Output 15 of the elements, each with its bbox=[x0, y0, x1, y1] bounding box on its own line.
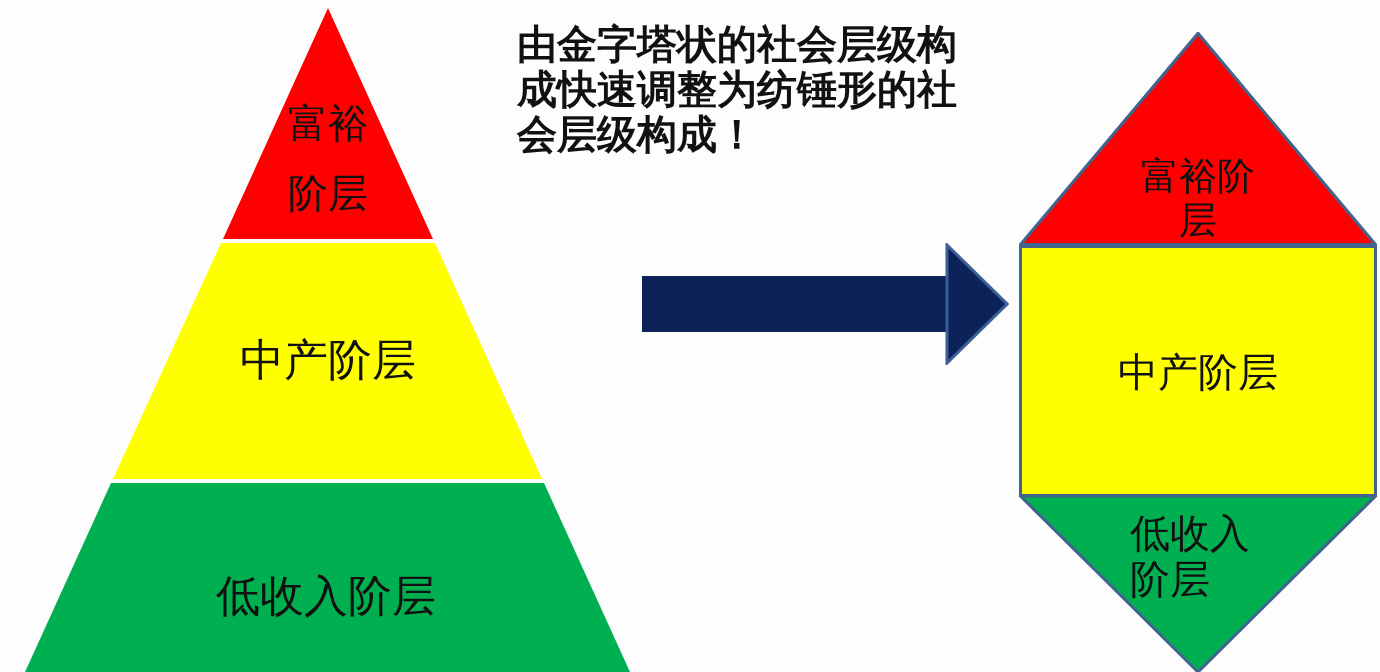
trapezoid-tier bbox=[113, 243, 542, 479]
triangle-tier bbox=[1019, 496, 1377, 672]
tier-label: 低收入阶层 bbox=[215, 571, 437, 621]
block-arrow bbox=[642, 243, 1009, 365]
tier-label: 富裕阶层 bbox=[287, 99, 369, 218]
tier-label: 低收入阶层 bbox=[1130, 510, 1251, 602]
tier-label: 中产阶层 bbox=[1117, 348, 1279, 397]
tier-label: 富裕阶层 bbox=[1140, 154, 1256, 242]
triangle-tier bbox=[223, 8, 433, 239]
spindle-shape bbox=[1019, 32, 1377, 672]
triangle-tier bbox=[1019, 32, 1377, 246]
note-text: 由金字塔状的社会层级构成快速调整为纺锤形的社会层级构成！ bbox=[517, 22, 958, 157]
tier-label: 中产阶层 bbox=[239, 335, 417, 385]
trapezoid-tier bbox=[25, 483, 630, 672]
rectangle-tier bbox=[1019, 245, 1377, 497]
